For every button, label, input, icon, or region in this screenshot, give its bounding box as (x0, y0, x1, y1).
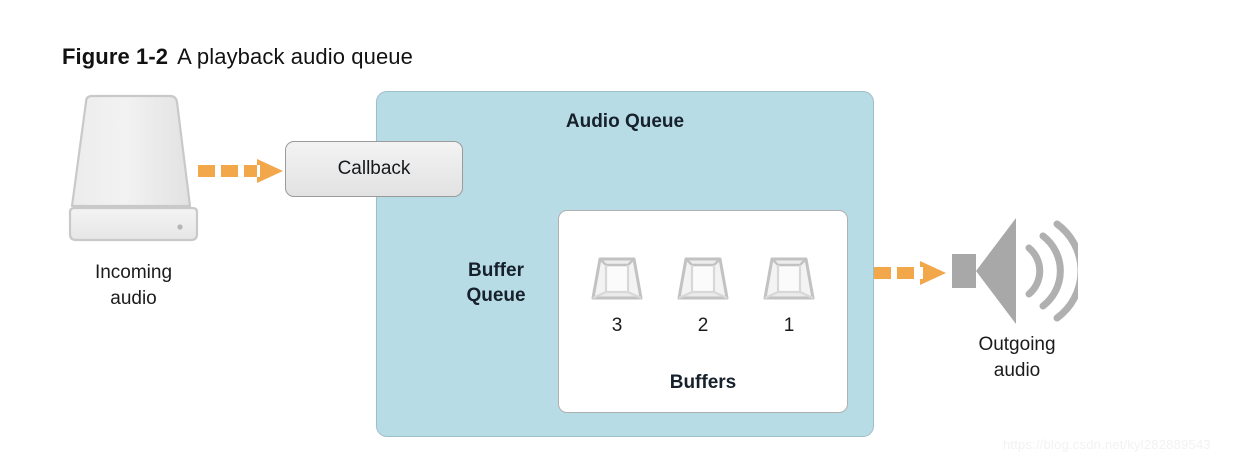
callback-box[interactable]: Callback (285, 141, 463, 197)
incoming-audio-label: Incoming audio (56, 260, 211, 312)
callback-label: Callback (337, 158, 411, 179)
incoming-audio-label-line1: Incoming (94, 262, 173, 283)
outgoing-audio-label-line2: audio (993, 360, 1041, 381)
outgoing-audio-label: Outgoing audio (938, 332, 1096, 384)
buffer-queue-label-line1: Buffer (468, 260, 524, 281)
arrow-incoming-to-callback (198, 154, 286, 188)
buffers-caption: Buffers (669, 372, 737, 393)
open-box-icon (588, 245, 646, 307)
arrow-queue-to-speaker (874, 256, 952, 290)
buffer-item: 2 (674, 245, 732, 336)
buffer-queue-label-line2: Queue (466, 285, 526, 306)
buffer-list: 3 2 (559, 245, 847, 336)
figure-title: Figure 1-2 A playback audio queue (62, 44, 413, 70)
watermark: https://blog.csdn.net/kyl282889543 (1003, 437, 1211, 452)
buffer-number: 3 (611, 315, 623, 336)
open-box-icon (674, 245, 732, 307)
buffer-number: 2 (697, 315, 709, 336)
speaker-icon (950, 216, 1078, 326)
open-box-icon (760, 245, 818, 307)
buffer-number: 1 (783, 315, 795, 336)
hard-drive-icon (66, 94, 201, 246)
buffer-item: 1 (760, 245, 818, 336)
buffers-box: 3 2 (558, 210, 848, 413)
buffer-item: 3 (588, 245, 646, 336)
outgoing-audio-label-line1: Outgoing (978, 334, 1056, 355)
figure-caption: A playback audio queue (177, 44, 413, 69)
figure-number: Figure 1-2 (62, 44, 169, 69)
buffer-queue-label: Buffer Queue (440, 258, 552, 308)
incoming-audio-label-line2: audio (110, 288, 157, 309)
audio-queue-title: Audio Queue (565, 111, 685, 132)
